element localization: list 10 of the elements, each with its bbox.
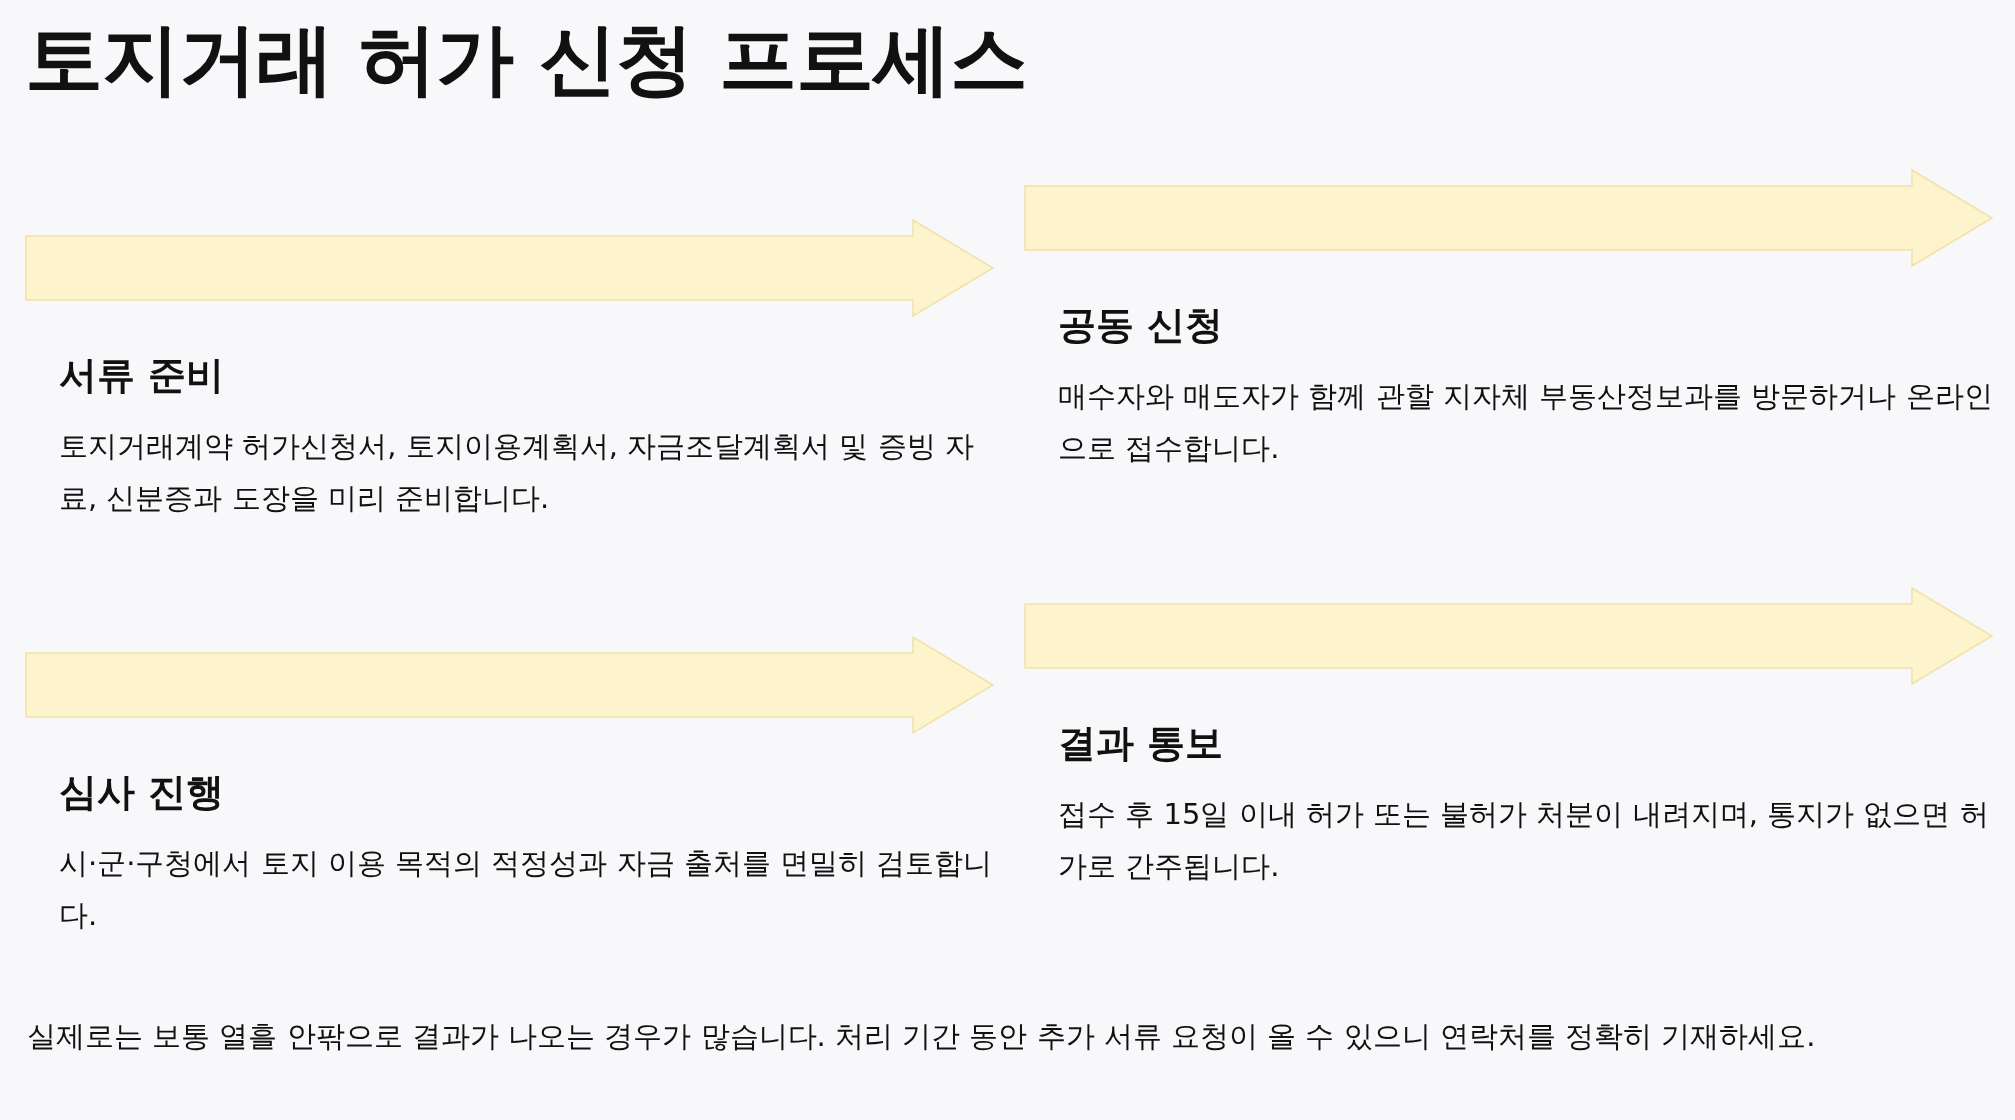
step-heading: 결과 통보 — [1058, 720, 1224, 767]
step-description: 시·군·구청에서 토지 이용 목적의 적정성과 자금 출처를 면밀히 검토합니다. — [59, 845, 994, 934]
step-description: 토지거래계약 허가신청서, 토지이용계획서, 자금조달계획서 및 증빙 자료, 신분증과 도장을 미리 준비합니다. — [59, 428, 975, 517]
step-description: 접수 후 15일 이내 허가 또는 불허가 처분이 내려지며, 통지가 없으면 허가로 간주됩니다. — [1058, 796, 1990, 885]
footnote: 실제로는 보통 열흘 안팎으로 결과가 나오는 경우가 많습니다. 처리 기간 동안 추가 서류 요청이 올 수 있으니 연락처를 정확히 기재하세요. — [27, 1018, 1816, 1055]
title: 토지거래 허가 신청 프로세스 — [25, 13, 1028, 106]
step-heading: 공동 신청 — [1058, 302, 1224, 349]
step-description: 매수자와 매도자가 함께 관할 지자체 부동산정보과를 방문하거나 온라인으로 접수합니다. — [1058, 378, 1994, 467]
step-heading: 서류 준비 — [59, 352, 225, 399]
step-heading: 심사 진행 — [59, 769, 225, 816]
